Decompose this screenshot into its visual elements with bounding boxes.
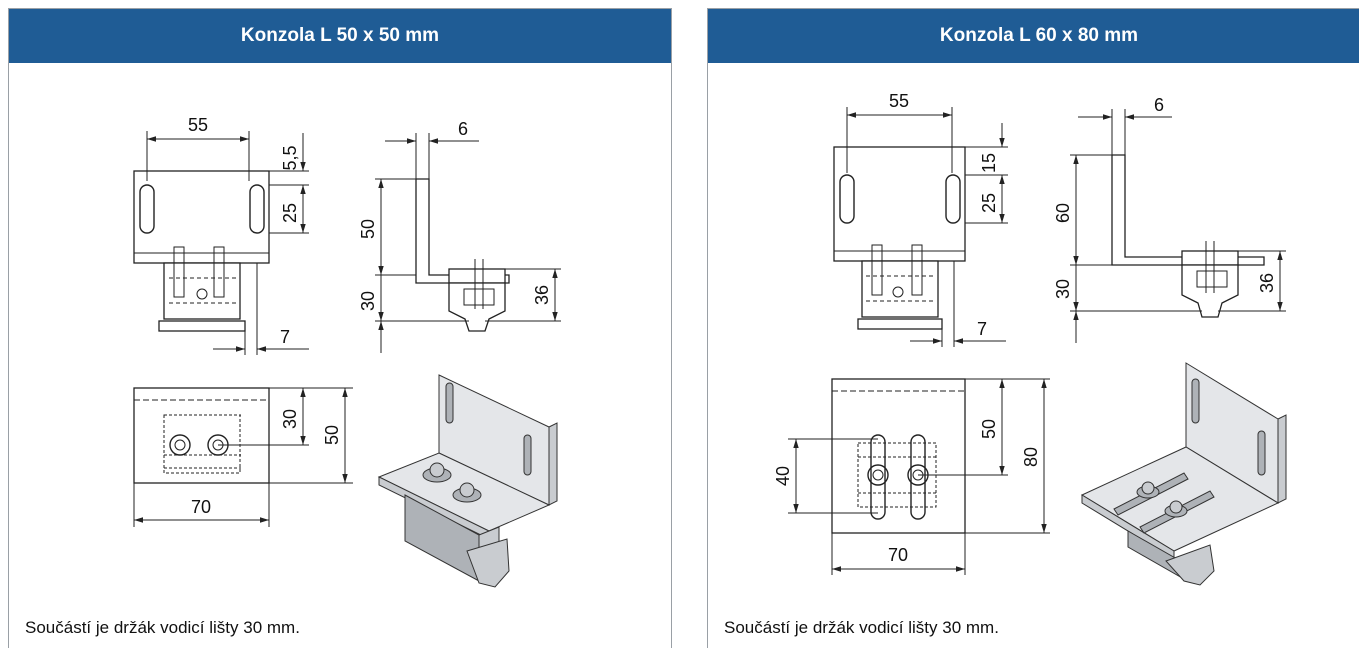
front-view: 55 15 25 7	[833, 91, 1008, 347]
dim-offset: 7	[977, 319, 987, 339]
front-view: 55 5,5 25 7	[133, 115, 309, 355]
dim-side-height: 50	[358, 219, 378, 239]
dim-top-width: 55	[889, 91, 909, 111]
drawing-area: 55 15 25 7	[708, 63, 1359, 649]
dim-side-thickness: 6	[1154, 95, 1164, 115]
panel-title: Konzola L 60 x 80 mm	[708, 9, 1359, 63]
side-view: 6 60 30 36	[1053, 95, 1286, 343]
dim-rail-height: 30	[358, 291, 378, 311]
panel-caption: Součástí je držák vodicí lišty 30 mm.	[724, 618, 999, 637]
dim-rail-depth: 36	[532, 285, 552, 305]
side-view: 6 50 30 36	[358, 119, 561, 353]
dim-side-thickness: 6	[458, 119, 468, 139]
panel-title: Konzola L 50 x 50 mm	[9, 9, 671, 63]
dim-offset: 7	[280, 327, 290, 347]
dim-plan-total: 80	[1021, 447, 1041, 467]
dim-plan-depth: 30	[280, 409, 300, 429]
drawing-area: 55 5,5 25 7	[9, 63, 671, 649]
dim-top-gap: 15	[979, 153, 999, 173]
technical-drawing: 55 15 25 7	[773, 91, 1287, 586]
dim-rail-depth: 36	[1257, 273, 1277, 293]
dim-top-gap: 5,5	[280, 145, 300, 170]
bracket-3d-illustration	[1080, 362, 1287, 586]
panel-bracket-60x80: Konzola L 60 x 80 mm 55	[707, 8, 1359, 648]
dim-side-height: 60	[1053, 203, 1073, 223]
dim-slot-len: 25	[280, 203, 300, 223]
plan-view: 30 50 70	[133, 387, 353, 527]
dim-plan-slot: 40	[773, 466, 793, 486]
panel-bracket-50x50: Konzola L 50 x 50 mm 55	[8, 8, 672, 648]
plan-view: 40 50 80 70	[773, 378, 1050, 575]
dim-plan-width: 70	[191, 497, 211, 517]
dim-slot-len: 25	[979, 193, 999, 213]
panel-caption: Součástí je držák vodicí lišty 30 mm.	[25, 618, 300, 637]
bracket-3d-illustration	[377, 374, 558, 588]
dim-rail-height: 30	[1053, 279, 1073, 299]
dim-plan-total: 50	[322, 425, 342, 445]
dim-plan-depth: 50	[979, 419, 999, 439]
technical-drawing: 55 5,5 25 7	[133, 115, 561, 588]
dim-plan-width: 70	[888, 545, 908, 565]
dim-top-width: 55	[188, 115, 208, 135]
